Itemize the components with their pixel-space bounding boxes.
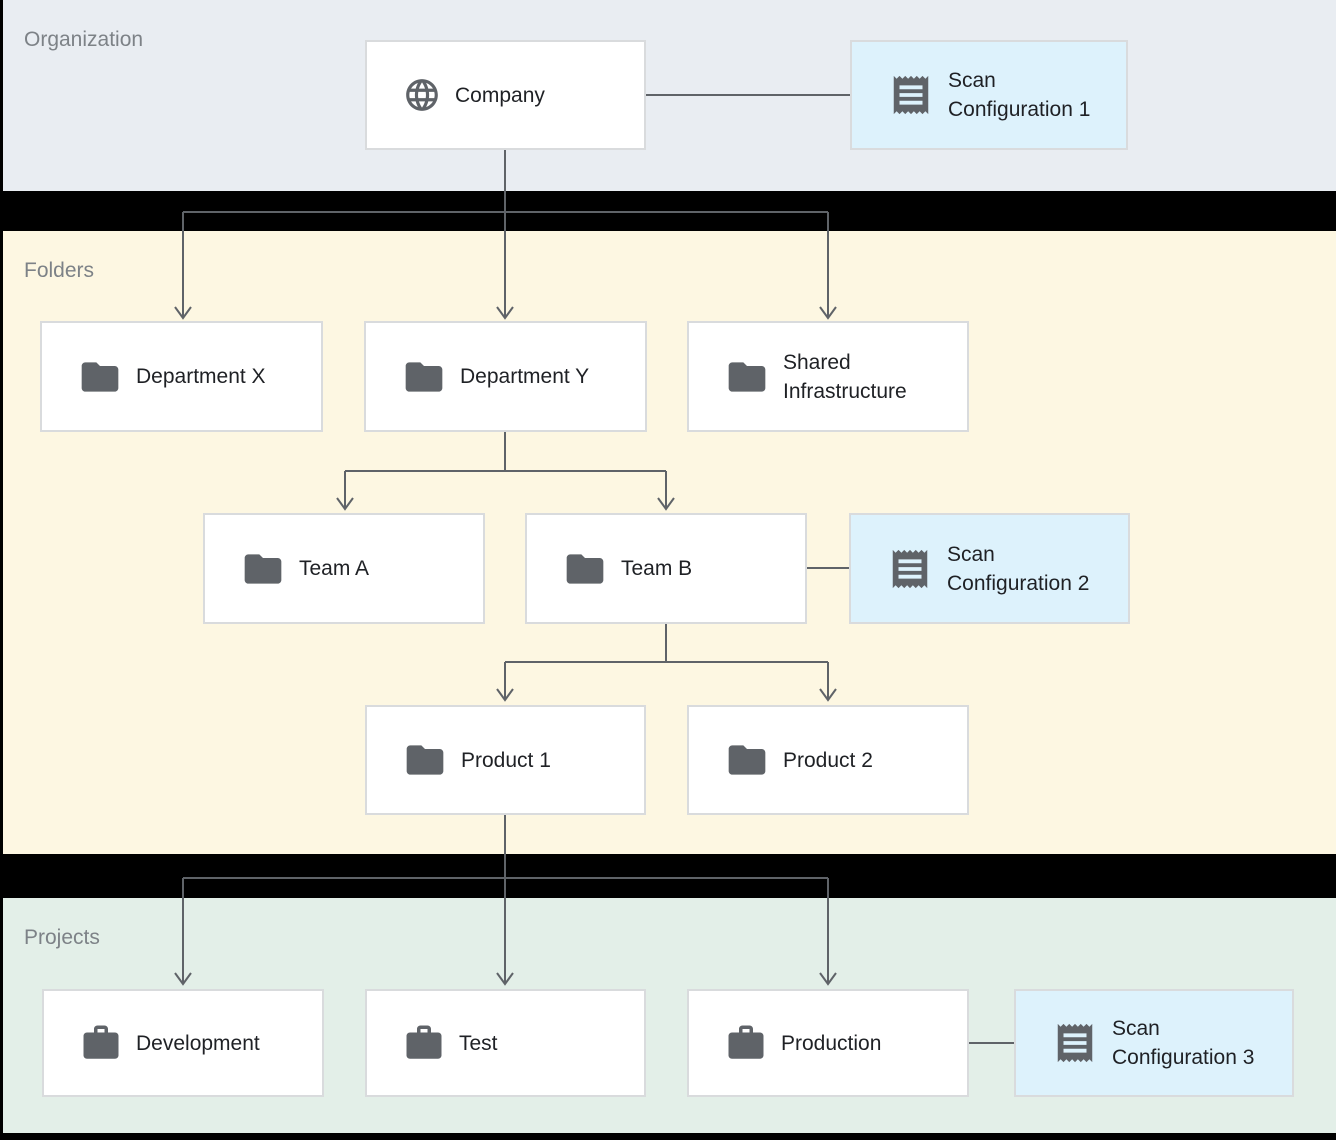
node-team-a: Team A [203,513,485,624]
node-label: Test [459,1031,498,1055]
node-test: Test [365,989,646,1097]
organization-section-label: Organization [24,28,144,51]
node-scan-config-3: Scan Configuration 3 [1014,989,1294,1097]
briefcase-icon [403,1022,445,1064]
folder-icon [563,547,607,591]
node-label: Company [455,83,545,107]
folder-icon [241,547,285,591]
node-product-2: Product 2 [687,705,969,815]
node-label: Scan Configuration 1 [948,69,1091,121]
receipt-icon [888,72,934,118]
node-label: Department X [136,365,266,388]
node-scan-config-2: Scan Configuration 2 [849,513,1130,624]
node-label: Team A [299,557,370,580]
node-shared-infrastructure: Shared Infrastructure [687,321,969,432]
receipt-icon [1052,1020,1098,1066]
node-department-y: Department Y [364,321,647,432]
node-label: Scan Configuration 3 [1112,1017,1255,1069]
node-company: Company [365,40,646,150]
node-label: Product 2 [783,748,873,772]
node-production: Production [687,989,969,1097]
folder-icon [725,738,769,782]
receipt-icon [887,546,933,592]
folder-icon [78,355,122,399]
node-team-b: Team B [525,513,807,624]
node-label: Shared Infrastructure [783,350,907,403]
node-label: Product 1 [461,748,551,772]
node-label: Scan Configuration 2 [947,542,1090,595]
node-department-x: Department X [40,321,323,432]
briefcase-icon [80,1022,122,1064]
node-scan-config-1: Scan Configuration 1 [850,40,1128,150]
node-label: Production [781,1031,882,1055]
folder-icon [403,738,447,782]
node-product-1: Product 1 [365,705,646,815]
node-development: Development [42,989,324,1097]
node-label: Department Y [460,365,590,388]
folder-icon [725,355,769,399]
folder-icon [402,355,446,399]
projects-section-label: Projects [24,926,100,949]
globe-icon [403,76,441,114]
node-label: Development [136,1031,260,1055]
node-label: Team B [621,557,693,580]
briefcase-icon [725,1022,767,1064]
organization-section: Organization [3,0,1336,191]
folders-section-label: Folders [24,259,95,282]
